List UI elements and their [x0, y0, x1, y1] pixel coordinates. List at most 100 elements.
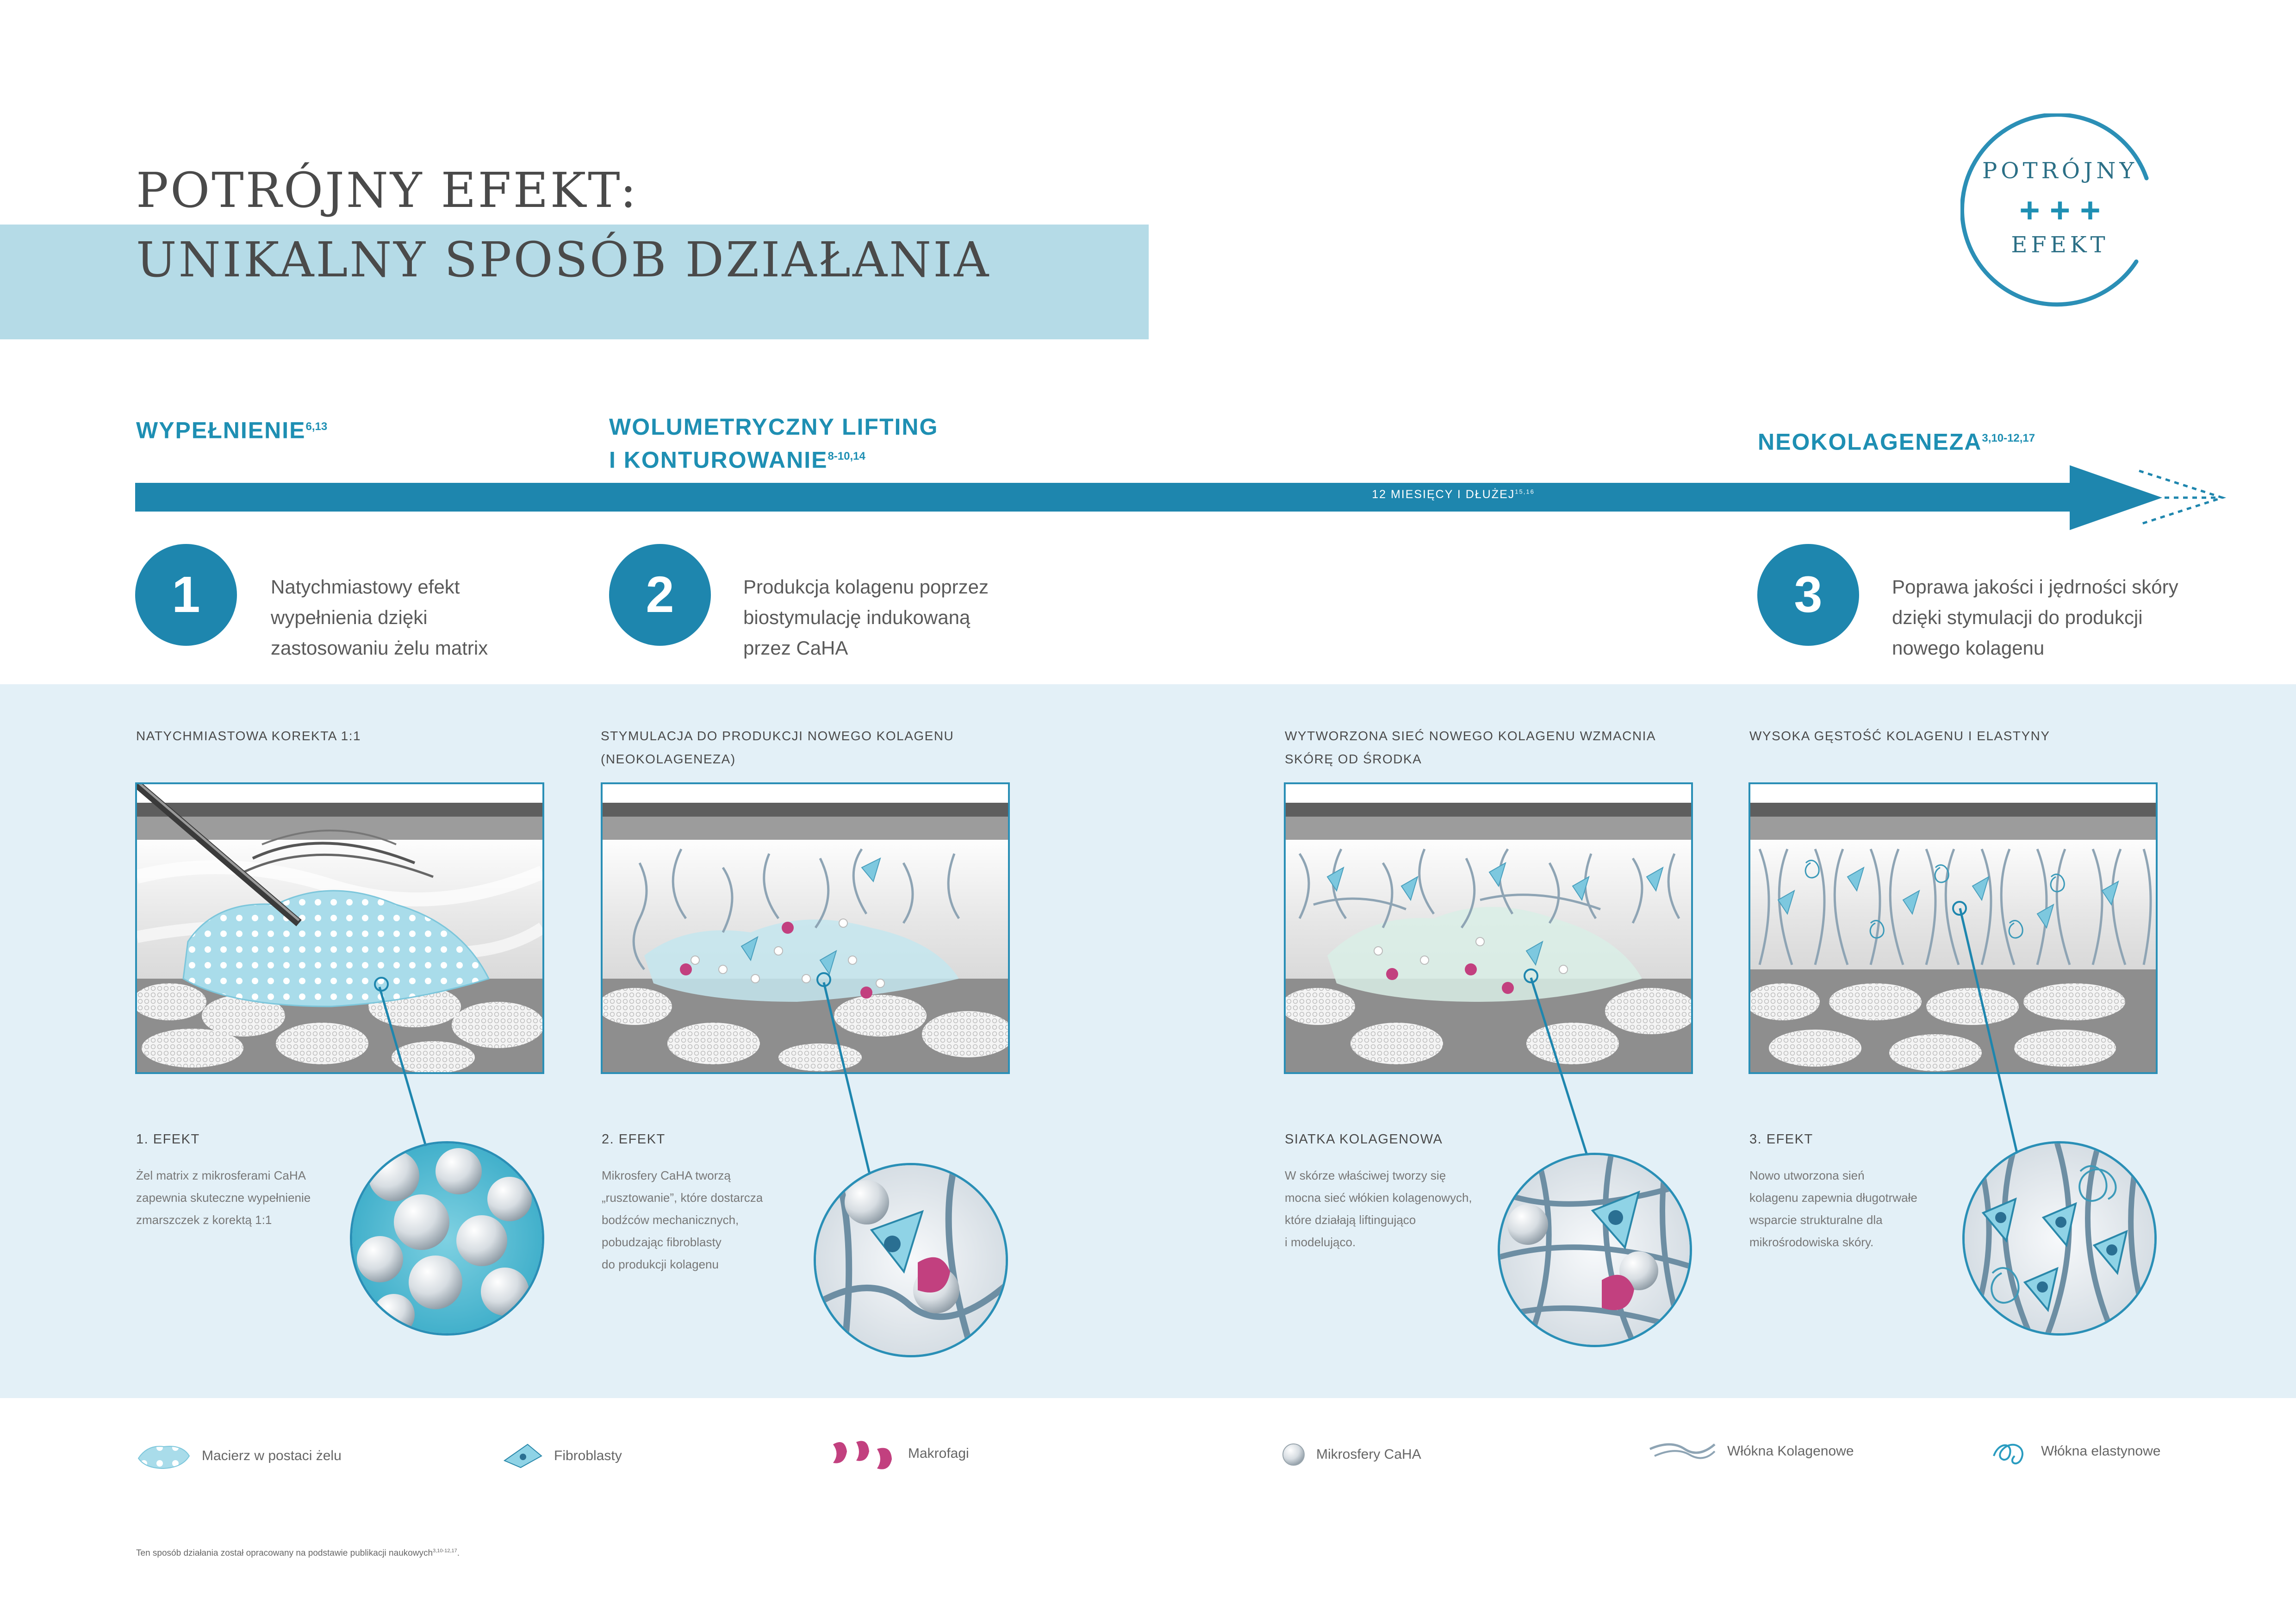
panel-4-desc-line: mikrośrodowiska skóry. — [1749, 1235, 1874, 1249]
step-2-text: Produkcja kolagenu poprzez biostymulację… — [743, 572, 989, 663]
panel-3-desc-line: W skórze właściwej tworzy się — [1285, 1168, 1446, 1182]
panel-1-effect-desc: Żel matrix z mikrosferami CaHA zapewnia … — [136, 1164, 358, 1231]
legend-macrophage: Makrofagi — [828, 1435, 969, 1472]
phase-lifting: WOLUMETRYCZNY LIFTING I KONTUROWANIE8-10… — [609, 412, 938, 475]
panel-2-caption: STYMULACJA DO PRODUKCJI NOWEGO KOLAGENU … — [601, 725, 1064, 771]
legend-elastin-fiber: Włókna elastynowe — [1989, 1433, 2160, 1470]
gel-matrix-icon — [137, 1446, 190, 1469]
phase-neocollagenesis-label: NEOKOLAGENEZA — [1758, 429, 1982, 455]
panel-1-caption-line: NATYCHMIASTOWA KOREKTA 1:1 — [136, 729, 361, 743]
panel-4-desc-line: Nowo utworzona sień — [1749, 1168, 1865, 1182]
panel-2-desc-line: Mikrosfery CaHA tworzą — [602, 1168, 731, 1182]
panel-2-zoom-circle — [814, 1163, 1008, 1357]
badge-bottom-text: EFEKT — [2011, 232, 2109, 258]
page-title-line1: POTRÓJNY EFEKT: — [136, 162, 638, 219]
phase-neocollagenesis-ref: 3,10-12,17 — [1982, 432, 2035, 444]
phase-filling-label: WYPEŁNIENIE — [136, 417, 306, 443]
footnote: Ten sposób działania został opracowany n… — [136, 1548, 460, 1558]
panel-3-desc-line: mocna sieć włókien kolagenowych, — [1285, 1191, 1472, 1205]
panel-3-caption-line: WYTWORZONA SIEĆ NOWEGO KOLAGENU WZMACNIA — [1285, 729, 1656, 743]
panel-3-effect-title: SIATKA KOLAGENOWA — [1285, 1132, 1443, 1147]
panel-4-effect-desc: Nowo utworzona sień kolagenu zapewnia dł… — [1749, 1164, 1972, 1253]
step-2-text-line: biostymulację indukowaną — [743, 606, 971, 628]
badge-plus-text: + + + — [2019, 191, 2100, 230]
macrophage-icon — [833, 1441, 892, 1469]
timeline-arrow — [135, 465, 2227, 530]
panel-2-desc-line: pobudzając fibroblasty — [602, 1235, 722, 1249]
step-3-text: Poprawa jakości i jędrności skóry dzięki… — [1892, 572, 2178, 663]
panel-1-desc-line: Żel matrix z mikrosferami CaHA — [136, 1168, 306, 1182]
step-1-text: Natychmiastowy efekt wypełnienia dzięki … — [271, 572, 488, 663]
panel-3-effect-desc: W skórze właściwej tworzy się mocna sieć… — [1285, 1164, 1507, 1253]
phase-lifting-ref: 8-10,14 — [828, 450, 865, 462]
legend-microsphere: Mikrosfery CaHA — [1281, 1442, 1421, 1467]
panel-2-scene — [601, 782, 1010, 1074]
panel-2-zoom-connector — [822, 982, 871, 1176]
step-2-circle: 2 — [609, 544, 711, 646]
panel-1-effect-title: 1. EFEKT — [136, 1132, 200, 1147]
step-3-text-line: Poprawa jakości i jędrności skóry — [1892, 576, 2178, 598]
triple-effect-badge: POTRÓJNY + + + EFEKT — [1960, 113, 2149, 307]
panel-3-desc-line: i modelująco. — [1285, 1235, 1356, 1249]
step-1-text-line: zastosowaniu żelu matrix — [271, 637, 488, 659]
phase-lifting-label-line2: I KONTUROWANIE — [609, 447, 828, 473]
step-3-text-line: nowego kolagenu — [1892, 637, 2045, 659]
legend-gel-matrix: Macierz w postaci żelu — [136, 1440, 342, 1472]
microsphere-icon — [1282, 1443, 1305, 1466]
panel-1-zoom-connector — [378, 987, 432, 1162]
panel-3-caption-line: SKÓRĘ OD ŚRODKA — [1285, 752, 1422, 766]
step-2-text-line: Produkcja kolagenu poprzez — [743, 576, 989, 598]
timeline-label-text: 12 MIESIĘCY I DŁUŻEJ — [1372, 488, 1515, 501]
panel-3-scene — [1284, 782, 1693, 1074]
panel-3-zoom-connector — [1530, 977, 1593, 1172]
legend-fibroblast: Fibroblasty — [502, 1440, 622, 1472]
step-3-circle: 3 — [1757, 544, 1859, 646]
badge-top-text: POTRÓJNY — [1982, 157, 2138, 184]
phase-filling-ref: 6,13 — [305, 420, 328, 433]
panel-4-scene — [1748, 782, 2158, 1074]
footnote-text: Ten sposób działania został opracowany n… — [136, 1548, 433, 1558]
panel-3-caption: WYTWORZONA SIEĆ NOWEGO KOLAGENU WZMACNIA… — [1285, 725, 1748, 771]
panel-1-scene — [135, 782, 544, 1074]
step-2-text-line: przez CaHA — [743, 637, 848, 659]
panel-2-desc-line: „rusztowanie”, które dostarcza — [602, 1191, 763, 1205]
phase-lifting-label-line1: WOLUMETRYCZNY LIFTING — [609, 414, 939, 440]
panel-2-desc-line: bodźców mechanicznych, — [602, 1213, 739, 1227]
panel-2-caption-line: STYMULACJA DO PRODUKCJI NOWEGO KOLAGENU — [601, 729, 954, 743]
title-band — [0, 225, 1149, 339]
legend-elastin-fiber-label: Włókna elastynowe — [2041, 1443, 2161, 1459]
page-title-line2: UNIKALNY SPOSÓB DZIAŁANIA — [136, 231, 991, 288]
elastin-fiber-icon — [1993, 1443, 2023, 1465]
panel-3-zoom-circle — [1498, 1153, 1692, 1347]
footnote-ref: 3,10-12,17 — [433, 1548, 457, 1554]
legend-fibroblast-label: Fibroblasty — [554, 1448, 622, 1463]
step-1-text-line: Natychmiastowy efekt — [271, 576, 460, 598]
panel-2-effect-title: 2. EFEKT — [602, 1132, 666, 1147]
panel-4-zoom-connector — [1959, 908, 2022, 1167]
legend-collagen-fiber: Włókna Kolagenowe — [1648, 1435, 1854, 1468]
step-3-text-line: dzięki stymulacji do produkcji — [1892, 606, 2143, 628]
collagen-fiber-icon — [1649, 1443, 1716, 1459]
panel-4-caption: WYSOKA GĘSTOŚĆ KOLAGENU I ELASTYNY — [1749, 725, 2212, 748]
panel-4-desc-line: wsparcie strukturalne dla — [1749, 1213, 1883, 1227]
panel-1-desc-line: zapewnia skuteczne wypełnienie — [136, 1191, 311, 1205]
panel-1-caption: NATYCHMIASTOWA KOREKTA 1:1 — [136, 725, 599, 748]
panel-4-effect-title: 3. EFEKT — [1749, 1132, 1813, 1147]
fibroblast-icon — [503, 1443, 542, 1468]
legend-gel-matrix-label: Macierz w postaci żelu — [202, 1448, 342, 1463]
phase-neocollagenesis: NEOKOLAGENEZA3,10-12,17 — [1758, 424, 2035, 457]
panel-4-desc-line: kolagenu zapewnia długotrwałe — [1749, 1191, 1917, 1205]
panel-1-desc-line: zmarszczek z korektą 1:1 — [136, 1213, 272, 1227]
legend-microsphere-label: Mikrosfery CaHA — [1316, 1447, 1421, 1462]
step-1-circle: 1 — [135, 544, 237, 646]
phase-filling: WYPEŁNIENIE6,13 — [136, 412, 327, 445]
panel-3-desc-line: które działają liftingująco — [1285, 1213, 1416, 1227]
panel-4-zoom-circle — [1962, 1141, 2157, 1336]
panel-2-desc-line: do produkcji kolagenu — [602, 1257, 719, 1271]
step-1-text-line: wypełnienia dzięki — [271, 606, 428, 628]
timeline-label-ref: 15,16 — [1515, 488, 1535, 495]
timeline-label: 12 MIESIĘCY I DŁUŻEJ15,16 — [1291, 488, 1615, 501]
legend-macrophage-label: Makrofagi — [908, 1446, 969, 1461]
panel-4-caption-line: WYSOKA GĘSTOŚĆ KOLAGENU I ELASTYNY — [1749, 729, 2050, 743]
panel-2-effect-desc: Mikrosfery CaHA tworzą „rusztowanie”, kt… — [602, 1164, 824, 1275]
